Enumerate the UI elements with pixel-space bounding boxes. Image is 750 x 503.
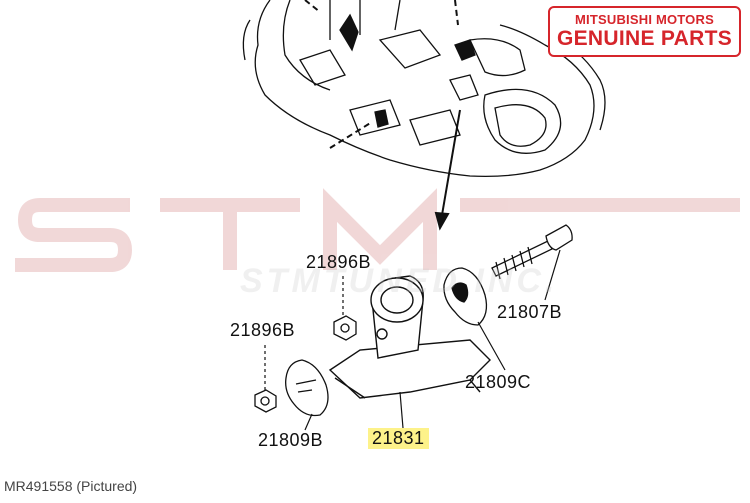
watermark-tagline: STMTUNED INC.: [240, 262, 559, 300]
nut-21896B-left: [254, 389, 277, 413]
label-21831: 21831: [368, 428, 429, 449]
label-21809C: 21809C: [465, 372, 532, 392]
nut-21896B-top: [333, 315, 357, 341]
engine-outline: [242, 0, 606, 178]
mount-location-arrow: [434, 109, 461, 231]
watermark-logo: [15, 188, 740, 272]
stopper-21809C: [443, 267, 488, 326]
badge-title: GENUINE PARTS: [556, 27, 733, 50]
bolt-21807B: [491, 224, 573, 280]
leader-lines: [264, 249, 561, 431]
badge-brand: MITSUBISHI MOTORS: [575, 12, 714, 27]
label-21809B: 21809B: [258, 430, 324, 450]
label-21807B: 21807B: [497, 302, 563, 322]
part-number-caption: MR491558 (Pictured): [4, 478, 138, 494]
genuine-parts-badge: MITSUBISHI MOTORS GENUINE PARTS: [548, 6, 741, 57]
label-21896B-top: 21896B: [306, 252, 372, 272]
engine-dashes: [304, 0, 459, 149]
label-21896B-left: 21896B: [230, 320, 296, 340]
stopper-21809B: [285, 359, 329, 417]
mount-21831: [328, 275, 491, 399]
